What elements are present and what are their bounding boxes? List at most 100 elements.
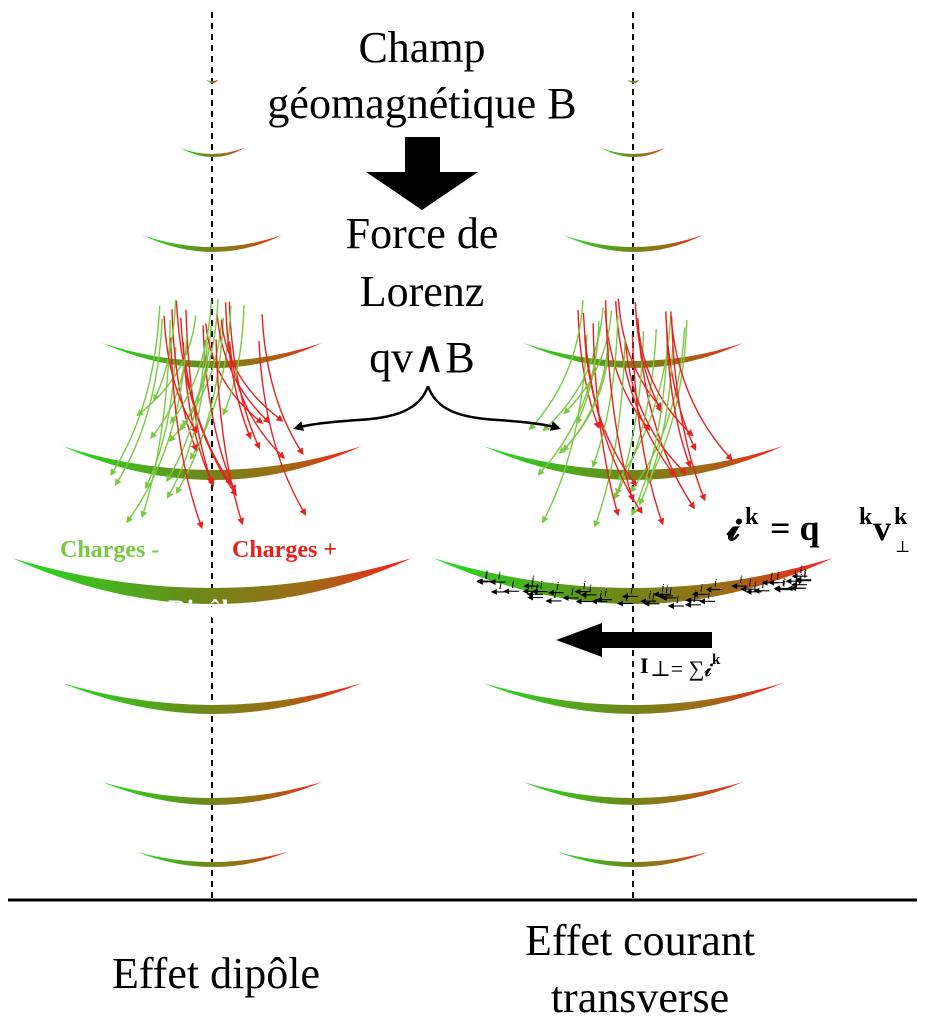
left-particle-tracks	[110, 299, 307, 530]
current-arrow-symbol-19: i	[630, 582, 633, 596]
left-front-6	[62, 683, 362, 714]
right-track-15	[592, 323, 620, 517]
current-arrow-symbol-9: i	[770, 569, 773, 583]
current-arrow-symbol-32: i	[530, 577, 533, 591]
title-line-2: géomagnétique B	[267, 79, 576, 128]
current-arrow-symbol-25: i	[739, 572, 742, 586]
left-track-33	[224, 302, 252, 440]
left-track-15	[261, 314, 304, 456]
current-density-formula: 𝓲 k = q k v ⊥ k	[726, 504, 910, 556]
current-arrow-symbol-36: i	[803, 567, 806, 581]
title-line-1: Champ	[358, 23, 485, 72]
current-arrow-symbol-34: i	[540, 578, 543, 592]
right-track-2	[542, 307, 604, 432]
left-front-7	[102, 782, 322, 805]
left-caption: Effet dipôle	[112, 949, 320, 998]
right-track-21	[637, 322, 694, 437]
formula-i-symbol: 𝓲	[726, 508, 742, 548]
right-track-8	[617, 310, 672, 481]
right-track-24	[638, 344, 674, 506]
left-track-26	[110, 305, 161, 477]
current-arrow-symbol-14: i	[511, 577, 514, 591]
right-front-7	[523, 782, 743, 805]
current-arrow-symbol-33: i	[661, 580, 664, 594]
right-front-1	[601, 148, 665, 157]
right-track-13	[615, 300, 676, 478]
total-current-label: I ⊥= ∑𝓲 k	[640, 652, 721, 681]
right-front-3	[523, 343, 743, 368]
current-arrow-symbol-18: i	[583, 578, 586, 592]
left-track-27	[228, 341, 286, 459]
right-track-23	[634, 301, 663, 413]
current-arrow-symbol-4: i	[604, 586, 607, 600]
current-arrow-symbol-10: i	[556, 579, 559, 593]
current-label-I: I	[640, 653, 649, 678]
current-arrow-symbol-43: i	[651, 590, 654, 604]
right-track-20	[563, 310, 613, 415]
formula-perp-subscript: ⊥	[895, 539, 910, 556]
right-track-25	[670, 316, 706, 502]
dipole-minus-sign: -	[127, 583, 140, 628]
right-front-4	[483, 446, 783, 480]
left-front-1	[180, 148, 244, 157]
force-line-1: Force de	[346, 209, 499, 258]
current-label-superscript: k	[712, 652, 721, 668]
current-arrow-symbol-6: i	[599, 588, 602, 602]
left-track-21	[180, 317, 232, 486]
left-track-29	[215, 339, 245, 526]
brace-arrow-left	[293, 385, 430, 431]
right-track-33	[604, 300, 635, 502]
left-front-0	[206, 80, 218, 83]
left-front-4	[62, 446, 362, 480]
current-arrow-symbol-42: i	[625, 590, 628, 604]
charges-minus-label: Charges -	[60, 537, 159, 563]
current-arrow-symbol-12: i	[748, 575, 751, 589]
left-track-3	[228, 301, 261, 450]
right-particle-tracks	[528, 298, 733, 528]
current-arrow-symbol-28: i	[676, 592, 679, 606]
current-arrow-symbol-15: i	[648, 587, 651, 601]
force-line-2: Lorenz	[360, 267, 485, 316]
left-track-22	[149, 345, 187, 439]
right-front-2	[563, 235, 703, 252]
current-arrow-symbol-26: i	[499, 578, 502, 592]
left-track-31	[163, 315, 198, 434]
right-caption-line-1: Effet courant	[525, 916, 755, 965]
right-track-28	[576, 321, 600, 425]
right-track-0	[629, 327, 686, 493]
right-front-6	[483, 683, 783, 714]
right-track-27	[665, 326, 692, 468]
right-track-31	[582, 312, 643, 515]
current-arrow-symbol-16: i	[571, 584, 574, 598]
current-arrow-symbol-27: i	[707, 587, 710, 601]
left-shower-fronts	[12, 80, 412, 867]
formula-v-superscript: k	[894, 504, 908, 530]
current-arrow-symbol-23: i	[535, 580, 538, 594]
total-current-arrow-icon	[556, 623, 712, 657]
right-track-30	[528, 300, 584, 431]
charges-plus-label: Charges +	[232, 537, 337, 563]
left-track-19	[258, 340, 307, 516]
dipole-label: Dipôle	[168, 595, 240, 624]
current-arrow-symbol-21: i	[665, 582, 668, 596]
right-front-5	[433, 558, 833, 604]
current-arrow-symbol-24: i	[669, 584, 672, 598]
left-front-8	[137, 852, 287, 867]
current-arrow-symbol-2: i	[700, 580, 703, 594]
current-arrow-symbol-3: i	[803, 566, 806, 580]
formula-q-superscript: k	[859, 504, 873, 530]
right-track-22	[591, 315, 619, 468]
right-track-7	[617, 298, 663, 410]
brace-arrow-right	[426, 385, 561, 431]
left-track-25	[170, 337, 204, 530]
right-track-32	[558, 347, 610, 455]
left-track-14	[114, 318, 163, 487]
current-arrow-symbol-38: i	[776, 569, 779, 583]
left-track-6	[140, 320, 171, 519]
dipole-plus-sign: +	[276, 584, 299, 629]
right-shower-fronts	[433, 80, 833, 867]
current-arrow-symbol-45: i	[531, 572, 534, 586]
current-arrow-symbol-13: i	[584, 588, 587, 602]
